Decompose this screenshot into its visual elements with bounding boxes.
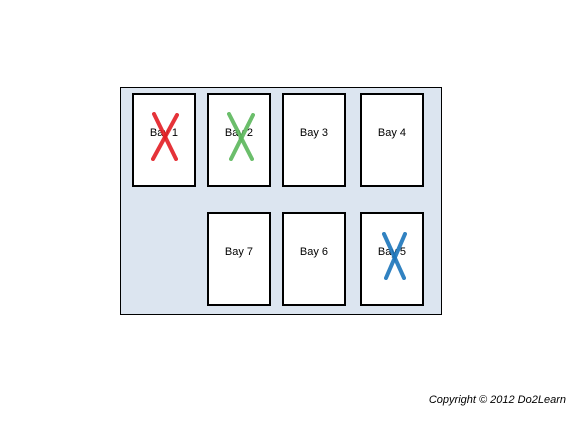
bay-3: Bay 3 [282, 93, 346, 187]
bay-1: Bay 1 [132, 93, 196, 187]
copyright-text: Copyright © 2012 Do2Learn [428, 394, 566, 406]
bay-6-label: Bay 6 [299, 246, 329, 258]
bay-2: Bay 2 [207, 93, 271, 187]
bay-1-cross-mark [151, 112, 179, 161]
bay-5-cross-mark [382, 232, 407, 280]
bay-5-label: Bay 5 [377, 246, 407, 258]
bay-2-label: Bay 2 [224, 127, 254, 139]
bay-5: Bay 5 [360, 212, 424, 306]
bay-4: Bay 4 [360, 93, 424, 187]
bay-4-label: Bay 4 [377, 127, 407, 139]
bay-6: Bay 6 [282, 212, 346, 306]
bay-7-label: Bay 7 [224, 246, 254, 258]
bay-2-cross-mark [227, 112, 255, 161]
bay-3-label: Bay 3 [299, 127, 329, 139]
bay-1-label: Bay 1 [149, 127, 179, 139]
bay-7: Bay 7 [207, 212, 271, 306]
